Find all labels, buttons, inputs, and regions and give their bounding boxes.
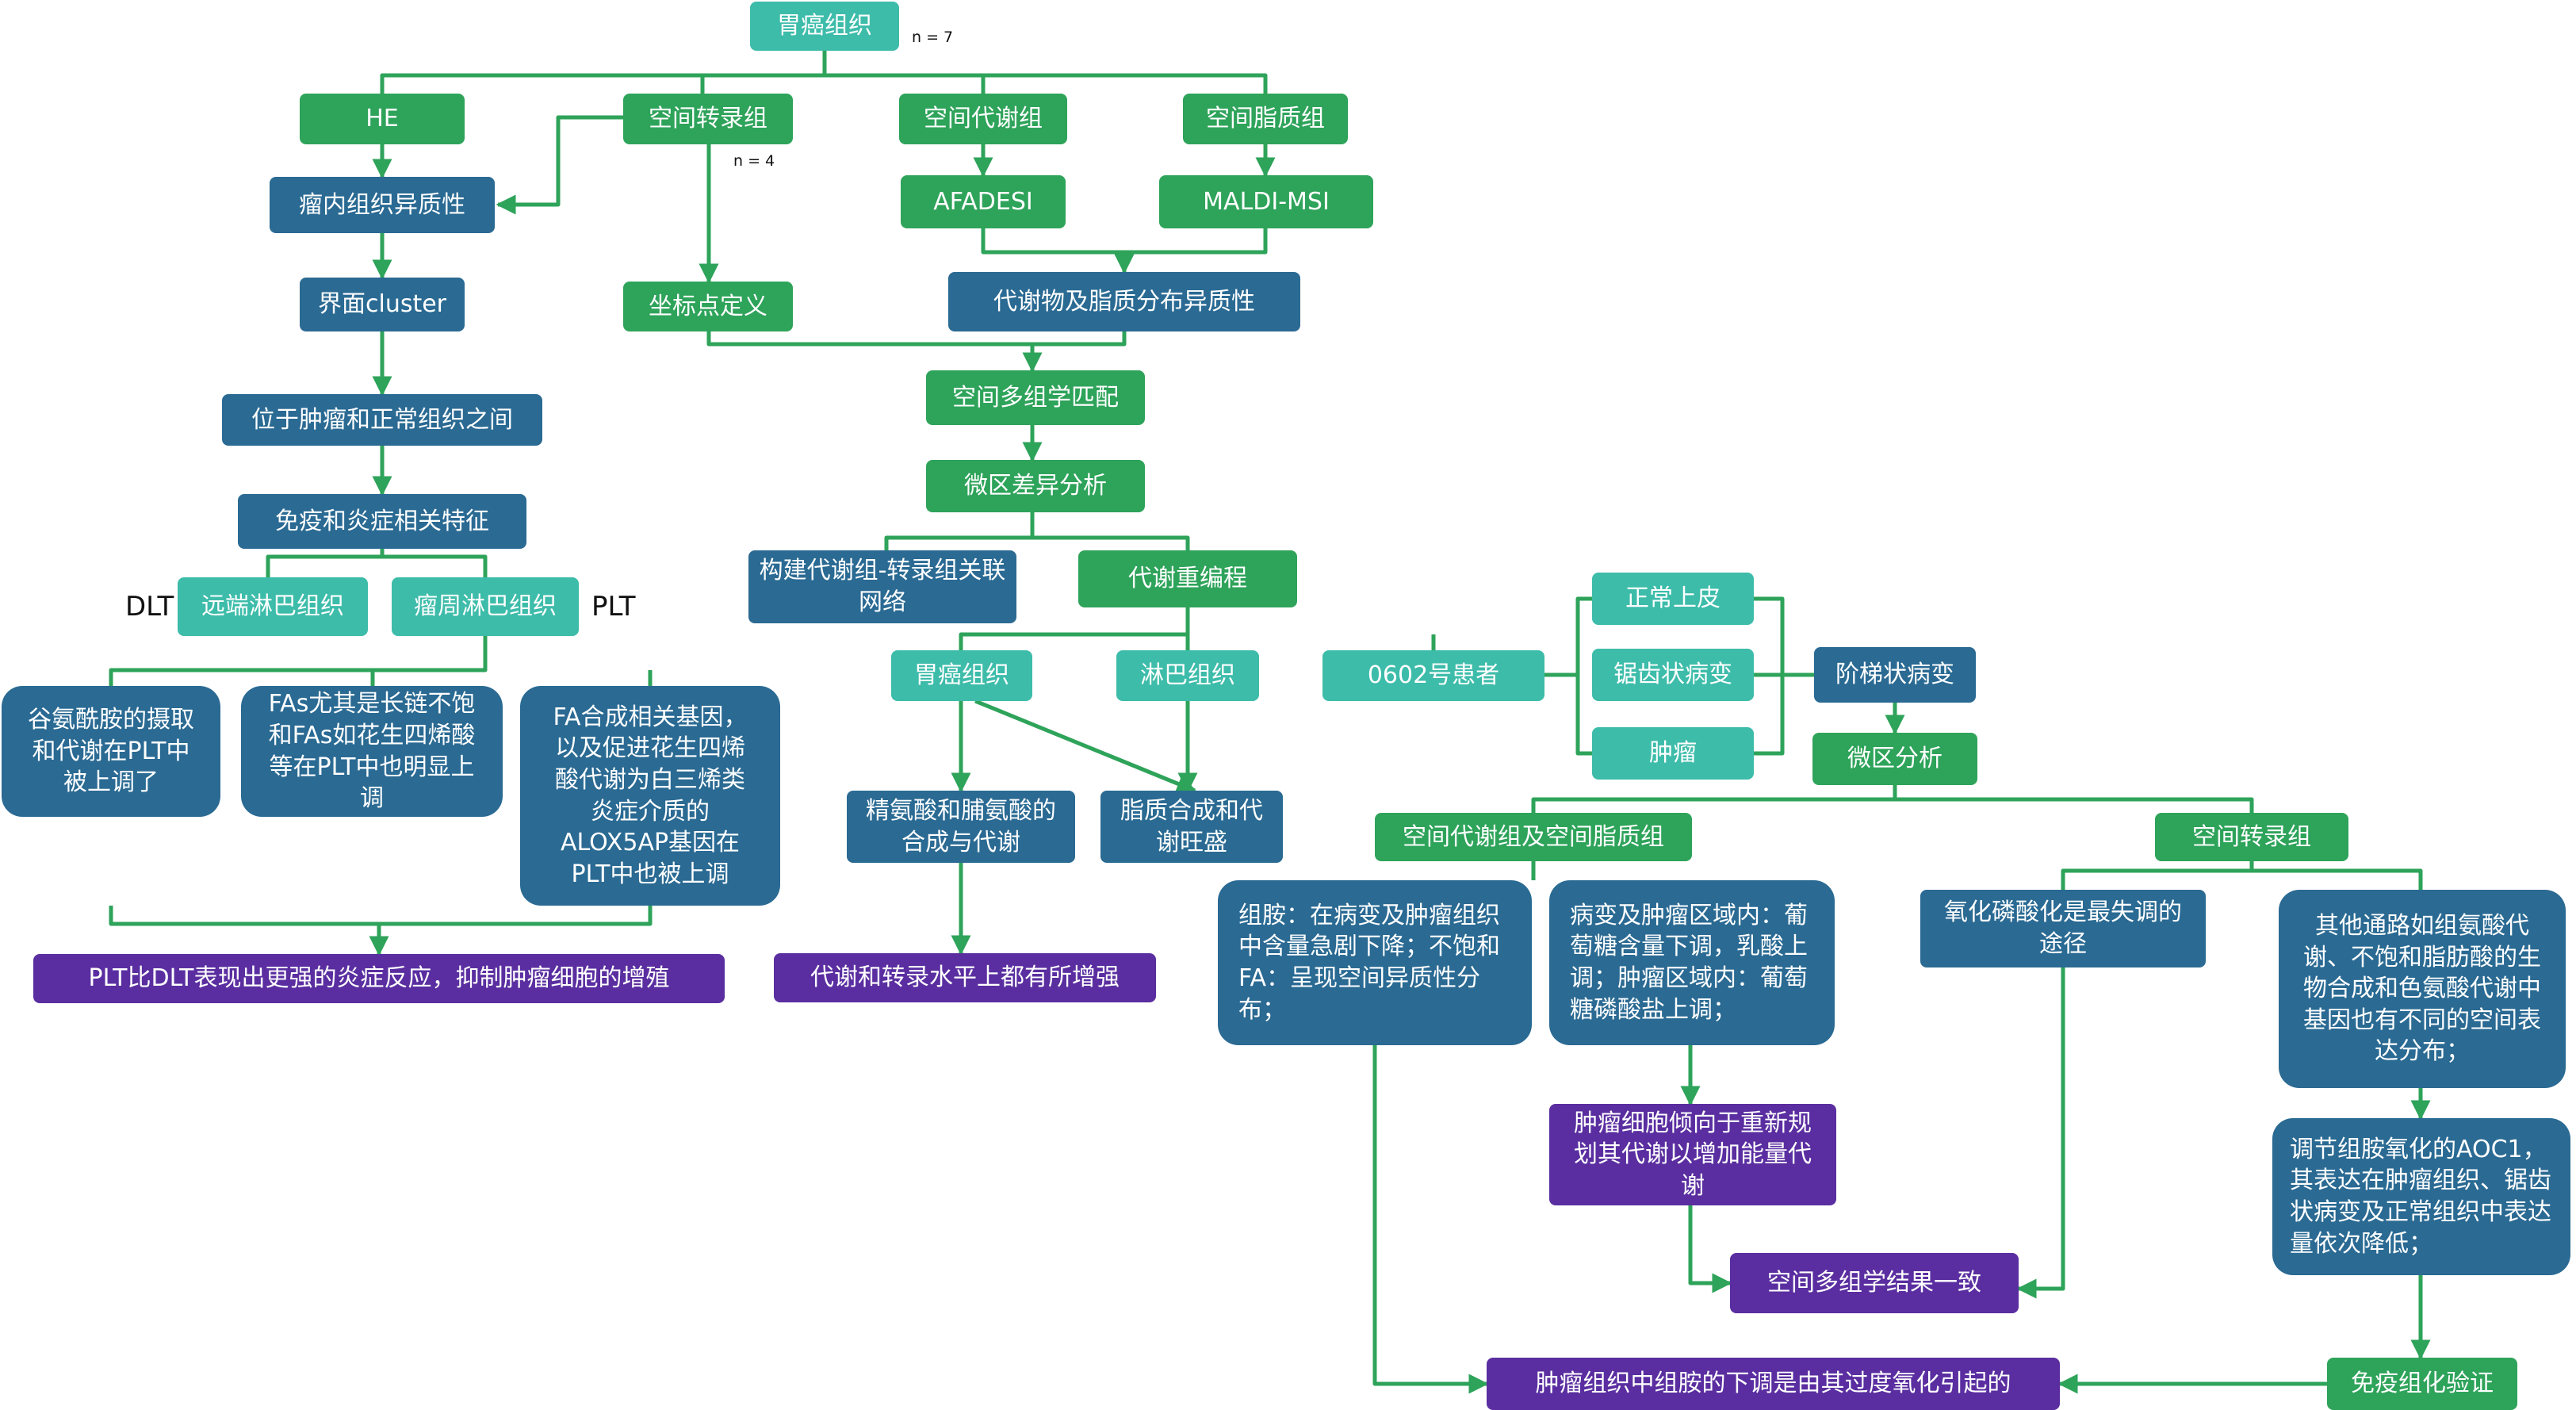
node-spatial-lipidome: 空间脂质组 bbox=[1183, 94, 1348, 144]
sample-count-label: n = 7 bbox=[912, 29, 954, 46]
node-intratumor-heterogeneity: 瘤内组织异质性 bbox=[270, 177, 495, 233]
node-serrated-lesion: 锯齿状病变 bbox=[1592, 649, 1754, 701]
node-between-tumor-normal: 位于肿瘤和正常组织之间 bbox=[222, 394, 542, 446]
node-tumor: 肿瘤 bbox=[1592, 727, 1754, 780]
node-enhanced-metabolic-transcription: 代谢和转录水平上都有所增强 bbox=[774, 953, 1156, 1002]
node-interface-cluster: 界面cluster bbox=[300, 278, 465, 331]
node-he: HE bbox=[300, 94, 465, 144]
node-peritumoral-lymph-tissue: 瘤周淋巴组织 bbox=[392, 577, 579, 636]
node-spatial-transcriptome-2: 空间转录组 bbox=[2155, 813, 2348, 861]
node-tumor-energy-metabolism: 肿瘤细胞倾向于重新规划其代谢以增加能量代谢 bbox=[1549, 1104, 1836, 1205]
plt-label: PLT bbox=[591, 591, 636, 623]
node-stepwise-lesion: 阶梯状病变 bbox=[1814, 647, 1976, 703]
node-oxphos: 氧化磷酸化是最失调的途径 bbox=[1920, 890, 2206, 967]
node-aoc1-expression: 调节组胺氧化的AOC1，其表达在肿瘤组织、锯齿状病变及正常组织中表达量依次降低； bbox=[2272, 1118, 2570, 1275]
node-gastric-tissue-2: 胃癌组织 bbox=[891, 650, 1032, 701]
node-maldi-msi: MALDI-MSI bbox=[1159, 175, 1373, 228]
node-alox5ap-upregulated: FA合成相关基因，以及促进花生四烯酸代谢为白三烯类炎症介质的ALOX5AP基因在… bbox=[520, 686, 780, 906]
node-lipid-synthesis: 脂质合成和代谢旺盛 bbox=[1100, 791, 1283, 863]
node-immune-inflammation: 免疫和炎症相关特征 bbox=[238, 494, 526, 549]
node-coordinate-definition: 坐标点定义 bbox=[623, 282, 793, 331]
node-ihc-validation: 免疫组化验证 bbox=[2327, 1358, 2517, 1410]
dlt-label: DLT bbox=[125, 591, 174, 623]
node-afadesi: AFADESI bbox=[901, 175, 1066, 228]
node-glutamine-upregulated: 谷氨酰胺的摄取和代谢在PLT中被上调了 bbox=[2, 686, 220, 817]
node-spatial-transcriptome: 空间转录组 bbox=[623, 94, 793, 144]
node-other-pathways: 其他通路如组氨酸代谢、不饱和脂肪酸的生物合成和色氨酸代谢中基因也有不同的空间表达… bbox=[2279, 890, 2566, 1088]
node-distal-lymph-tissue: 远端淋巴组织 bbox=[178, 577, 368, 636]
node-glucose-lactate: 病变及肿瘤区域内：葡萄糖含量下调，乳酸上调；肿瘤区域内：葡萄糖磷酸盐上调； bbox=[1549, 880, 1835, 1045]
node-normal-epithelium: 正常上皮 bbox=[1592, 573, 1754, 625]
node-multiomics-consistent: 空间多组学结果一致 bbox=[1730, 1253, 2019, 1313]
node-plt-stronger-inflammation: PLT比DLT表现出更强的炎症反应，抑制肿瘤细胞的增殖 bbox=[33, 954, 725, 1003]
node-metabolite-lipid-heterogeneity: 代谢物及脂质分布异质性 bbox=[948, 272, 1300, 331]
node-spatial-metabolome: 空间代谢组 bbox=[899, 94, 1067, 144]
node-patient-0602: 0602号患者 bbox=[1322, 650, 1544, 701]
node-fas-upregulated: FAs尤其是长链不饱和FAs如花生四烯酸等在PLT中也明显上调 bbox=[241, 686, 503, 817]
node-lymph-tissue: 淋巴组织 bbox=[1116, 650, 1259, 701]
node-metabolome-transcriptome-network: 构建代谢组-转录组关联网络 bbox=[748, 550, 1016, 623]
node-microregion-analysis: 微区分析 bbox=[1812, 733, 1977, 785]
node-arginine-proline: 精氨酸和脯氨酸的合成与代谢 bbox=[847, 791, 1075, 863]
node-spatial-multiomics-matching: 空间多组学匹配 bbox=[926, 370, 1145, 425]
node-gastric-cancer-tissue: 胃癌组织 bbox=[750, 2, 899, 51]
transcriptome-count-label: n = 4 bbox=[733, 152, 775, 170]
node-spatial-metabolome-lipidome: 空间代谢组及空间脂质组 bbox=[1375, 813, 1692, 861]
node-histamine-ufa: 组胺：在病变及肿瘤组织中含量急剧下降；不饱和FA：呈现空间异质性分布； bbox=[1218, 880, 1532, 1045]
node-histamine-oxidation-conclusion: 肿瘤组织中组胺的下调是由其过度氧化引起的 bbox=[1487, 1358, 2060, 1410]
node-microregion-difference: 微区差异分析 bbox=[926, 460, 1145, 512]
node-metabolic-reprogramming: 代谢重编程 bbox=[1078, 550, 1297, 607]
